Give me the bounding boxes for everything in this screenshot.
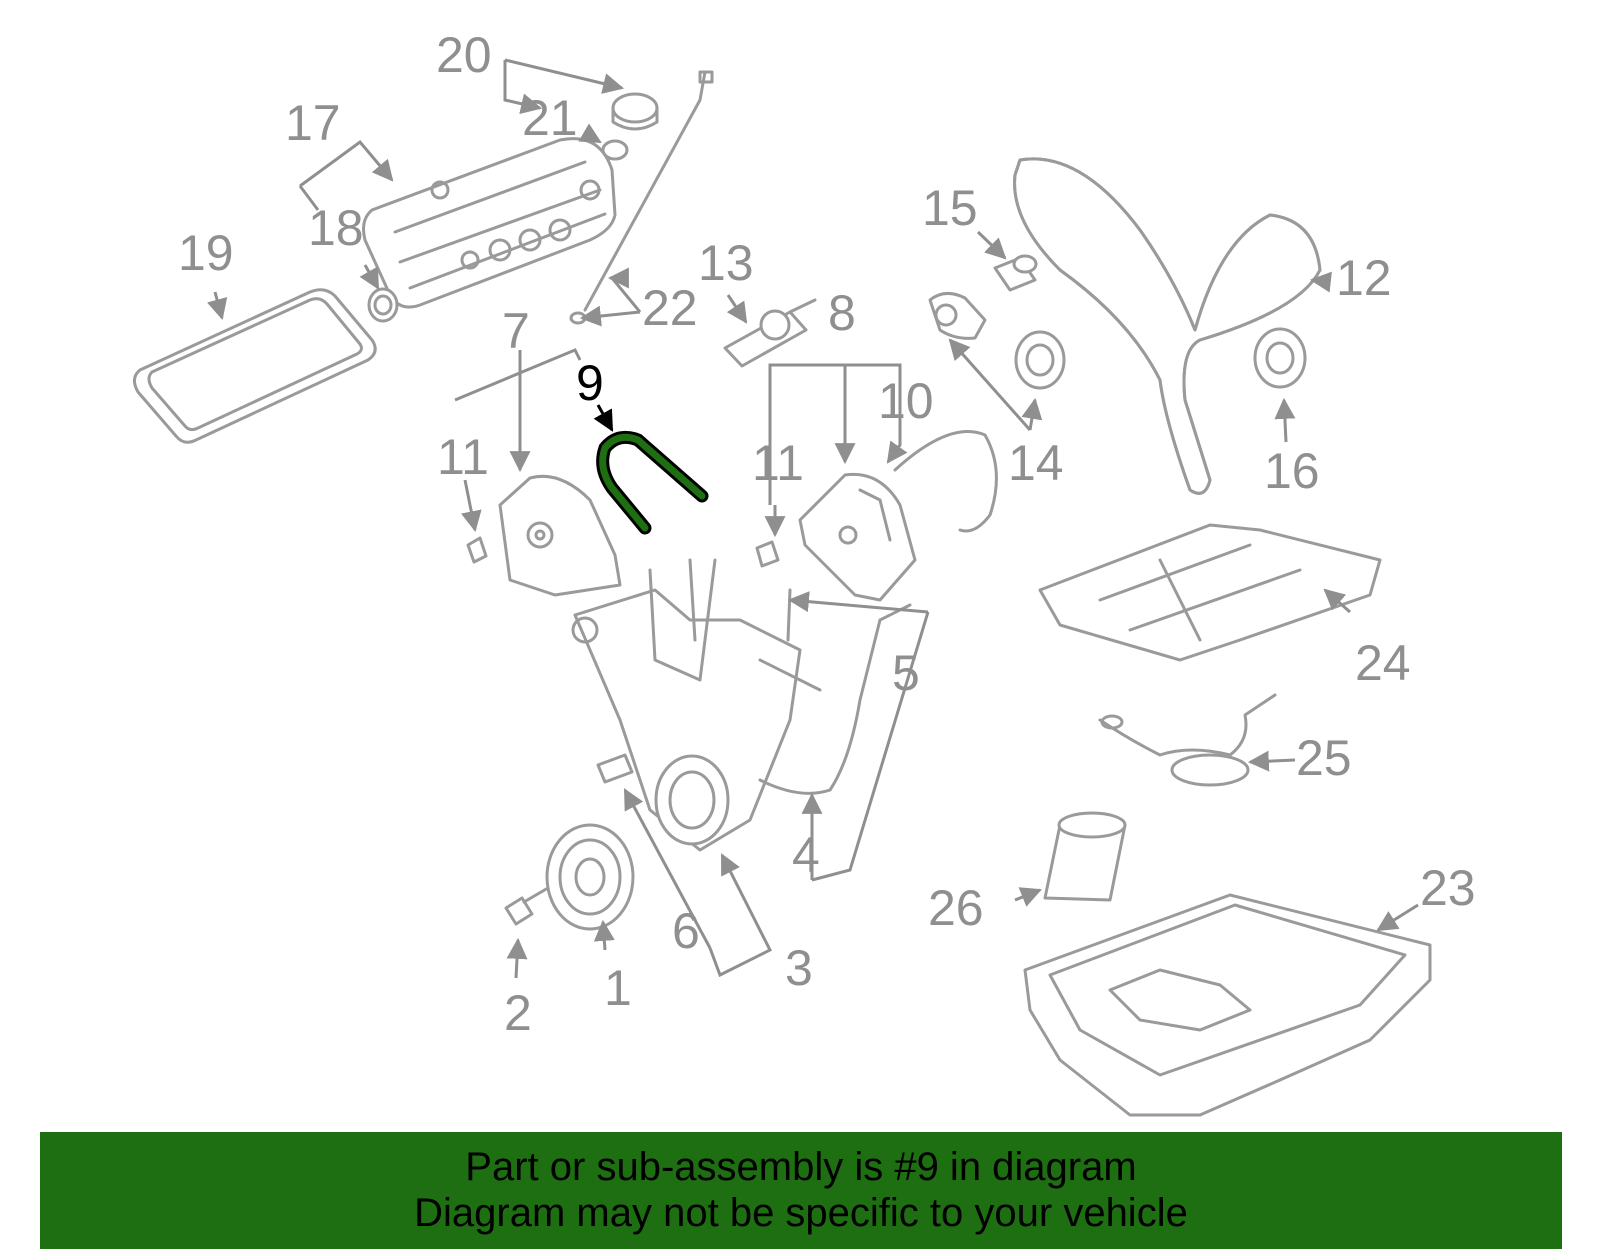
- callout-18: 18: [308, 200, 364, 256]
- callout-8: 8: [828, 285, 856, 341]
- info-banner: Part or sub-assembly is #9 in diagram Di…: [40, 1132, 1562, 1249]
- callout-26: 26: [928, 880, 984, 936]
- banner-line-1: Part or sub-assembly is #9 in diagram: [465, 1145, 1137, 1189]
- part-23-oil-pan: [1023, 893, 1432, 1117]
- part-16-pulley: [1253, 327, 1307, 389]
- callout-16: 16: [1264, 443, 1320, 499]
- part-12-timing-belt: [1013, 157, 1322, 495]
- part-8-cover-section: [798, 472, 917, 602]
- callout-6: 6: [672, 903, 700, 959]
- callout-12: 12: [1336, 250, 1392, 306]
- part-11-grommet-left: [466, 536, 488, 564]
- part-13-sensor: [723, 298, 817, 368]
- callout-23: 23: [1420, 860, 1476, 916]
- callout-7: 7: [502, 303, 530, 359]
- part-6-bracket: [596, 753, 634, 784]
- callout-2: 2: [504, 985, 532, 1041]
- callout-25: 25: [1296, 730, 1352, 786]
- callout-5: 5: [892, 645, 920, 701]
- part-11-grommet-right: [755, 540, 780, 568]
- callout-20: 20: [436, 27, 492, 83]
- callout-22: 22: [642, 280, 698, 336]
- part-17-valve-cover: [362, 137, 617, 309]
- part-10-gasket: [893, 430, 998, 533]
- callout-11-left: 11: [437, 429, 489, 485]
- part-5-cover: [571, 558, 822, 852]
- part-7-cover-section: [498, 474, 622, 597]
- callout-labels: 1 2 3 4 5 6 7 8 9 10 11 11 12 13 14 15 1…: [178, 27, 1476, 1041]
- leader-lines: [206, 58, 1419, 979]
- part-19-gasket: [133, 288, 377, 444]
- callout-13: 13: [698, 235, 754, 291]
- callout-21: 21: [522, 90, 578, 146]
- banner-line-2: Diagram may not be specific to your vehi…: [414, 1191, 1188, 1235]
- callout-10: 10: [878, 373, 934, 429]
- part-4-gasket: [758, 603, 912, 795]
- part-9-highlighted: [596, 430, 709, 535]
- part-2-bolt: [504, 886, 550, 926]
- part-25-pickup: [1098, 693, 1277, 787]
- part-21-o-ring: [601, 139, 629, 161]
- callout-17: 17: [285, 95, 341, 151]
- callout-11-right: 11: [752, 435, 804, 491]
- part-26-oil-filter: [1043, 811, 1127, 902]
- callout-4: 4: [792, 827, 820, 883]
- callout-24: 24: [1355, 635, 1411, 691]
- part-3-oil-seal: [654, 754, 730, 846]
- callout-3: 3: [785, 940, 813, 996]
- callout-14: 14: [1008, 435, 1064, 491]
- part-20-filler-cap: [611, 92, 659, 131]
- part-15-bolt: [993, 254, 1038, 292]
- callout-1: 1: [604, 960, 632, 1016]
- part-18-seal: [367, 287, 399, 323]
- callout-9-highlighted: 9: [576, 355, 604, 411]
- part-24-baffle: [1038, 523, 1382, 662]
- part-1-crank-pulley: [545, 823, 635, 931]
- callout-15: 15: [922, 180, 978, 236]
- part-14-tensioner: [928, 292, 1066, 390]
- callout-19: 19: [178, 225, 234, 281]
